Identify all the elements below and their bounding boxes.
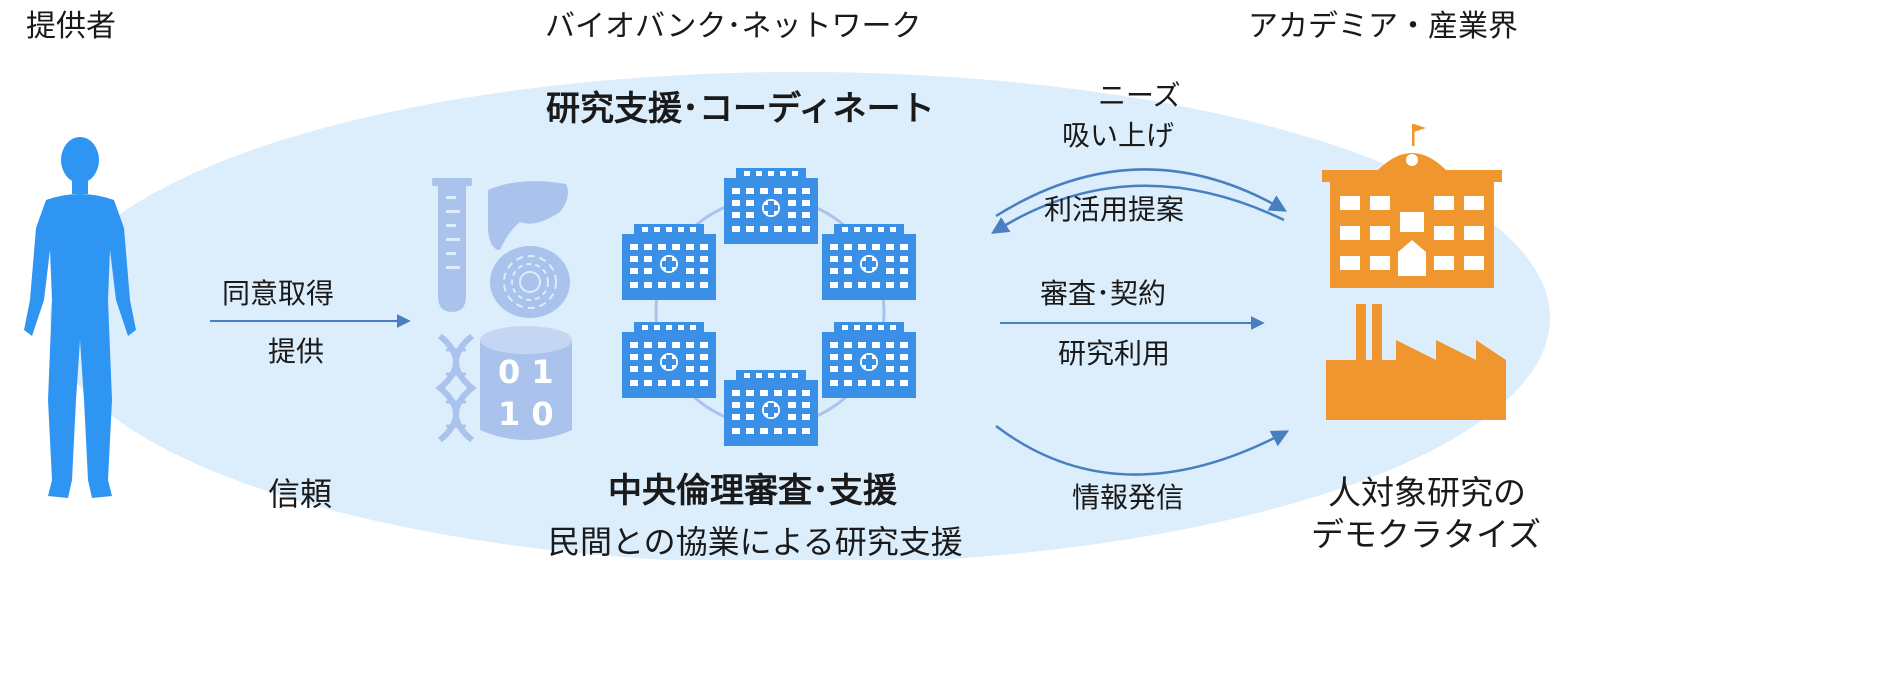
label-needs-1: ニーズ: [1098, 79, 1181, 112]
outcome-line2: デモクラタイズ: [1310, 515, 1541, 554]
arrow-proposal: [991, 184, 1285, 234]
sample-icons: [432, 178, 572, 443]
data-icon-row2: 1 0: [498, 395, 554, 433]
label-research-use: 研究利用: [1058, 337, 1171, 370]
arrow-needs: [995, 168, 1288, 218]
label-needs-2: 吸い上げ: [1062, 119, 1175, 152]
factory-icon: [1326, 304, 1506, 420]
label-trust: 信頼: [268, 475, 333, 513]
data-icon-row1: 0 1: [498, 353, 554, 391]
arrow-info: [995, 425, 1290, 476]
label-consent: 同意取得: [222, 277, 335, 310]
label-info: 情報発信: [1072, 481, 1185, 514]
title-ethics-review: 中央倫理審査･支援: [608, 471, 897, 511]
header-academia: アカデミア・産業界: [1248, 9, 1518, 44]
subtitle-private-collab: 民間との協業による研究支援: [548, 523, 963, 561]
diagram-canvas: [24, 72, 1550, 560]
label-review: 審査･契約: [1040, 277, 1167, 310]
label-provide: 提供: [268, 335, 325, 368]
title-research-support: 研究支援･コーディネート: [546, 89, 935, 129]
label-proposal: 利活用提案: [1044, 193, 1185, 226]
background-ellipse: [50, 72, 1550, 560]
header-provider: 提供者: [26, 9, 116, 44]
university-icon: [1322, 124, 1502, 288]
outcome-line1: 人対象研究の: [1328, 473, 1526, 512]
person-icon: [24, 137, 136, 498]
header-network: バイオバンク･ネットワーク: [545, 9, 922, 44]
